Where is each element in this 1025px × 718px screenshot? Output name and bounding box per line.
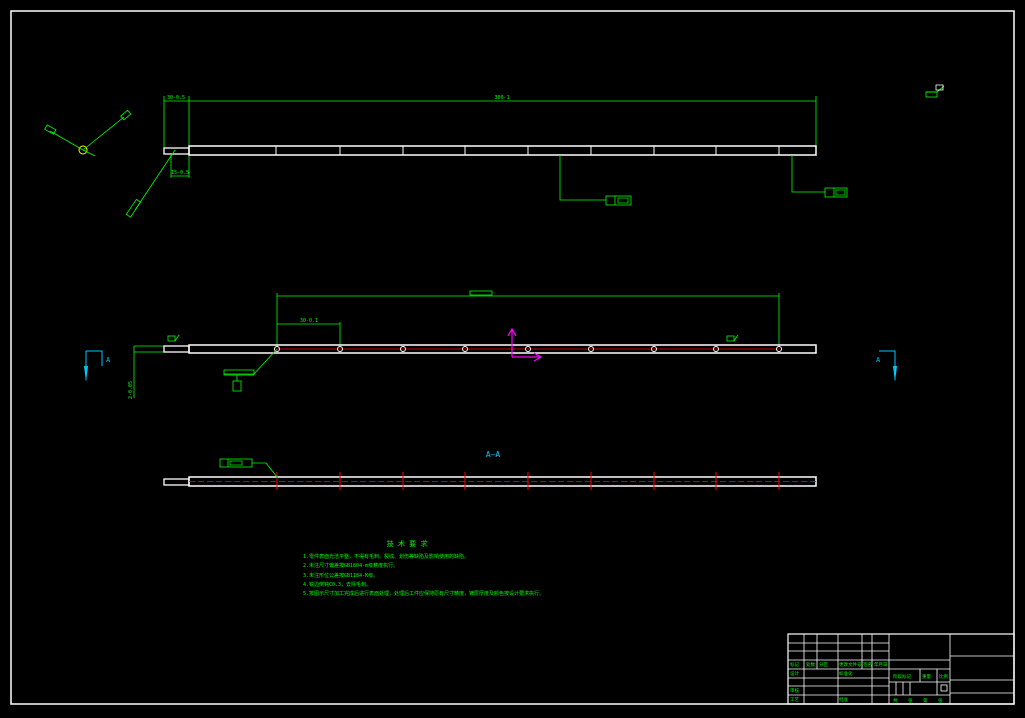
tb-stage: 阶段标记 — [893, 673, 911, 680]
sheet-border — [10, 10, 1015, 705]
tb-signature: 签名 — [863, 661, 872, 668]
tb-sheet-total: 共 — [893, 697, 898, 704]
section-view: A—A — [163, 450, 817, 490]
section-title: A—A — [486, 450, 501, 459]
tb-change-doc: 更改文件号 — [839, 661, 862, 668]
top-view: 30-0.5 300-1 15-0.5 — [125, 95, 848, 218]
section-label-right: A — [876, 356, 881, 364]
note-item: 2.未注尺寸偏差按GB1804-m级精度执行。 — [303, 562, 398, 569]
tb-standardized: 标准化 — [839, 670, 853, 677]
middle-dim-pitch: 30-0.1 — [300, 318, 318, 324]
title-block-text: 标记 处数 分区 更改文件号 签名 年月日 设计 标准化 审核 工艺 批准 阶段… — [790, 661, 948, 704]
detail-symbol — [44, 109, 132, 157]
tb-sheet-unit1: 张 — [908, 697, 913, 704]
section-label-left: A — [106, 356, 111, 364]
tb-count: 处数 — [806, 661, 815, 668]
tb-approve: 批准 — [839, 696, 848, 703]
technical-notes: 技 术 要 求 1.零件表面光洁平整，不得有毛刺、裂纹、划伤等缺陷及影响使用的缺… — [303, 539, 544, 597]
top-dim-left: 30-0.5 — [167, 95, 185, 101]
note-item: 4.锐边倒钝C0.3，去除毛刺。 — [303, 581, 371, 588]
ucs-icon — [507, 327, 543, 362]
tb-zone: 分区 — [819, 661, 828, 668]
tb-craft: 工艺 — [790, 697, 799, 703]
tb-mark: 标记 — [790, 661, 799, 668]
tb-scale: 比例 — [939, 673, 948, 680]
tb-sheet-no: 第 — [923, 697, 928, 704]
note-item: 1.零件表面光洁平整，不得有毛刺、裂纹、划伤等缺陷及影响使用的缺陷。 — [303, 553, 469, 560]
tb-designer: 设计 — [790, 670, 799, 677]
title-block — [787, 633, 1015, 705]
roughness-symbol — [925, 84, 945, 98]
middle-view: 30-0.1 2-0.05 — [84, 290, 897, 399]
top-dim-tab: 15-0.5 — [171, 170, 189, 176]
top-dim-overall: 300-1 — [494, 95, 509, 101]
tb-date: 年月日 — [874, 661, 888, 668]
tb-weight: 重量 — [922, 673, 931, 680]
tb-sheet-unit2: 张 — [938, 697, 943, 704]
notes-title: 技 术 要 求 — [387, 539, 428, 548]
note-item: 5.按图示尺寸加工完成后进行表面处理，处理后工件应保持原有尺寸精度，镀层厚度及颜… — [303, 590, 544, 597]
middle-dim-height: 2-0.05 — [128, 381, 134, 399]
note-item: 3.未注形位公差按GB1184-K级。 — [303, 572, 378, 579]
tb-checker: 审核 — [790, 687, 799, 694]
